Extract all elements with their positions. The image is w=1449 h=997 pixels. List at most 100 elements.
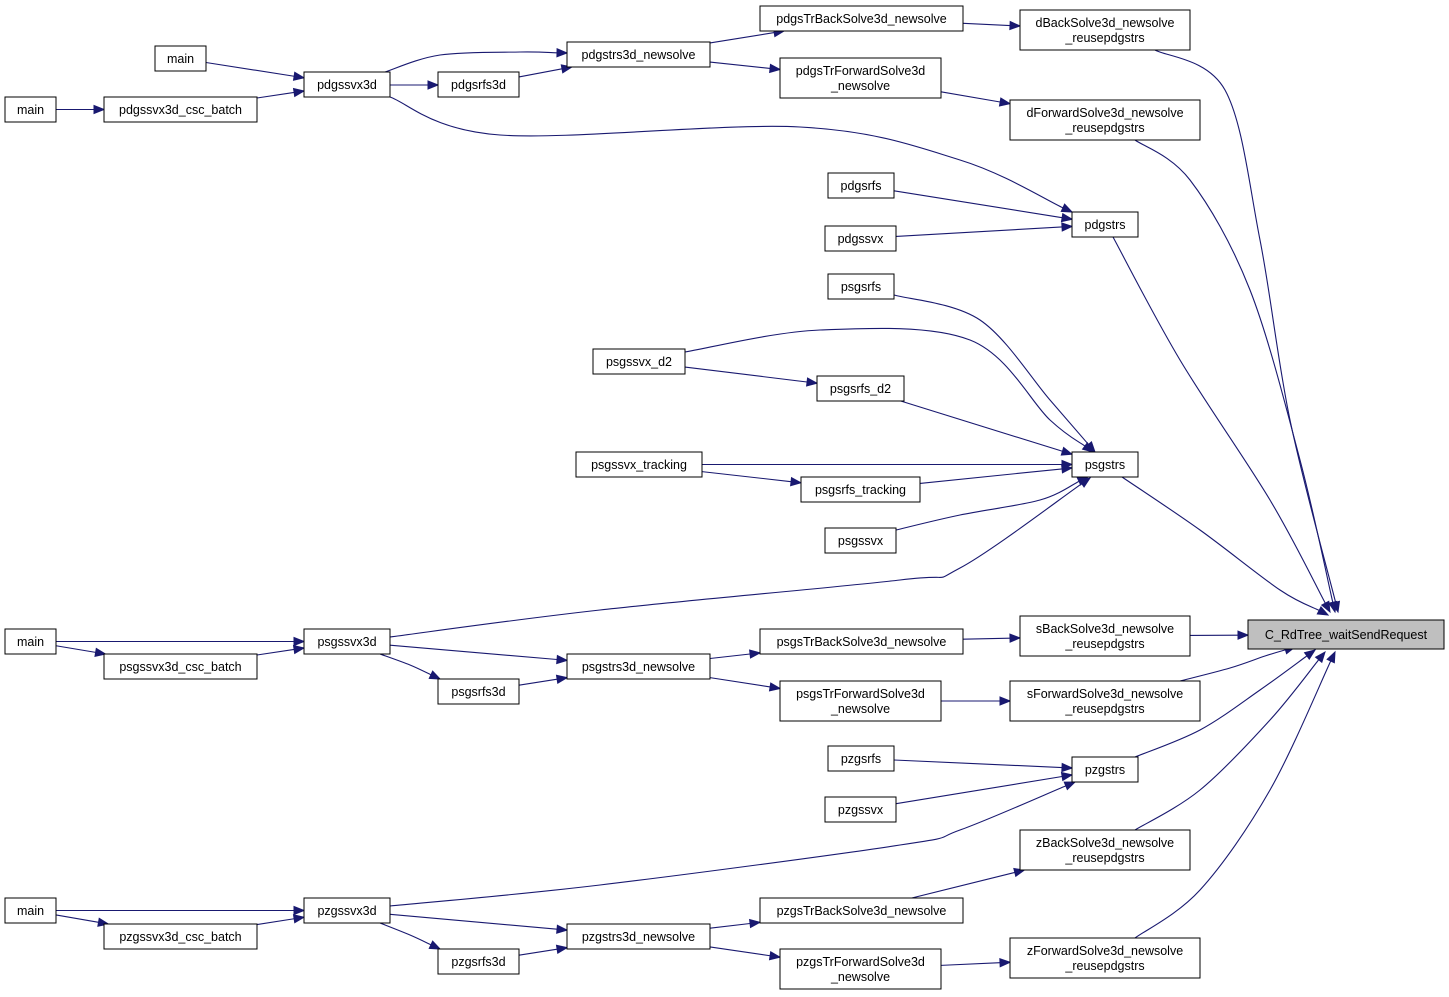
node-pzgsTrFwd[interactable]: pzgsTrForwardSolve3d_newsolve [779, 948, 942, 990]
node-label: _reusepdgstrs [1064, 702, 1144, 716]
arrowhead-icon [293, 636, 306, 647]
edge-main_z-to-pzgssvx3d_csc [55, 914, 110, 927]
node-label: pzgsrfs [841, 752, 881, 766]
node-pzgssvx[interactable]: pzgssvx [824, 796, 897, 823]
node-box [566, 41, 711, 68]
arrowhead-icon [292, 914, 306, 924]
node-psgsTrFwd[interactable]: psgsTrForwardSolve3d_newsolve [779, 680, 942, 722]
edge-pzgssvx3d-to-pzgstrs [389, 781, 1077, 907]
node-label: pzgstrs [1085, 763, 1125, 777]
node-pdgssvx3d[interactable]: pdgssvx3d [303, 71, 391, 98]
node-psgsrfs_d2[interactable]: psgsrfs_d2 [816, 375, 905, 402]
arrowhead-icon [1009, 20, 1022, 31]
node-label: psgstrs [1085, 458, 1125, 472]
node-pzgssvx3d[interactable]: pzgssvx3d [303, 897, 391, 924]
node-sFwd[interactable]: sForwardSolve3d_newsolve_reusepdgstrs [1009, 680, 1201, 722]
node-pdgsrfs3d[interactable]: pdgsrfs3d [437, 71, 520, 98]
arrowhead-icon [292, 87, 306, 98]
node-label: psgsTrBackSolve3d_newsolve [777, 635, 947, 649]
node-label: psgssvx3d [317, 635, 376, 649]
arrowhead-icon [94, 647, 107, 657]
node-label: pdgsrfs [841, 179, 882, 193]
edge-line [379, 653, 432, 676]
node-zBack[interactable]: zBackSolve3d_newsolve_reusepdgstrs [1019, 829, 1191, 871]
node-psgsrfs_tracking[interactable]: psgsrfs_tracking [800, 476, 921, 503]
arrowhead-icon [93, 104, 106, 115]
node-psgstrs3d[interactable]: psgstrs3d_newsolve [566, 653, 711, 680]
edge-main_z-to-pzgssvx3d [56, 905, 306, 916]
edge-psgssvx-to-psgstrs [895, 476, 1090, 531]
edge-line [1134, 659, 1320, 831]
edge-line [709, 653, 751, 660]
node-dBack[interactable]: dBackSolve3d_newsolve_reusepdgstrs [1019, 9, 1191, 51]
edge-line [1112, 236, 1326, 604]
edge-psgssvx3d-to-psgstrs [389, 477, 1092, 638]
edge-line [384, 51, 558, 73]
node-pdgstrs[interactable]: pdgstrs [1071, 211, 1139, 238]
edge-line [1134, 660, 1332, 939]
edge-pdgsTrFwd-to-dFwd [940, 91, 1012, 107]
node-psgstrs[interactable]: psgstrs [1071, 451, 1139, 478]
node-psgssvx[interactable]: psgssvx [824, 527, 897, 554]
edge-line [518, 948, 558, 956]
edge-psgssvx_tracking-to-psgsrfs_tracking [701, 471, 803, 487]
node-pdgsTrFwd[interactable]: pdgsTrForwardSolve3d_newsolve [779, 57, 942, 99]
arrowhead-icon [769, 63, 782, 74]
node-pzgsTrBack[interactable]: pzgsTrBackSolve3d_newsolve [759, 897, 964, 924]
node-psgssvx_tracking[interactable]: psgssvx_tracking [575, 451, 703, 478]
node-label: pdgsTrForwardSolve3d [796, 64, 926, 78]
arrowhead-icon [427, 80, 440, 90]
node-main_z[interactable]: main [4, 897, 57, 924]
node-pzgssvx3d_csc[interactable]: pzgssvx3d_csc_batch [103, 923, 258, 950]
edge-line [709, 61, 771, 69]
node-sBack[interactable]: sBackSolve3d_newsolve_reusepdgstrs [1019, 615, 1191, 657]
node-label: psgstrs3d_newsolve [582, 660, 695, 674]
edge-line [1134, 139, 1334, 603]
node-label: _reusepdgstrs [1064, 31, 1144, 45]
node-box [4, 96, 57, 123]
edge-line [709, 922, 751, 929]
node-box [566, 653, 711, 680]
edge-pdgssvx3d-to-pdgsrfs3d [390, 80, 440, 90]
node-label: pzgssvx3d [317, 904, 376, 918]
arrowhead-icon [555, 674, 569, 684]
node-pdgssvx[interactable]: pdgssvx [824, 225, 897, 252]
node-pzgsrfs[interactable]: pzgsrfs [827, 745, 895, 772]
node-main_d2[interactable]: main [4, 96, 57, 123]
node-label: pzgstrs3d_newsolve [582, 930, 695, 944]
edge-line [893, 294, 1089, 445]
node-pzgstrs3d[interactable]: pzgstrs3d_newsolve [566, 923, 711, 950]
node-main_d1[interactable]: main [154, 45, 207, 72]
node-box [1009, 937, 1201, 979]
node-psgssvx_d2[interactable]: psgssvx_d2 [592, 348, 686, 375]
node-label: pdgssvx3d [317, 78, 377, 92]
edge-line [962, 22, 1011, 27]
node-zFwd[interactable]: zForwardSolve3d_newsolve_reusepdgstrs [1009, 937, 1201, 979]
node-psgssvx3d[interactable]: psgssvx3d [303, 628, 391, 655]
node-pdgstrs3d[interactable]: pdgstrs3d_newsolve [566, 41, 711, 68]
node-pdgsTrBack[interactable]: pdgsTrBackSolve3d_newsolve [759, 5, 964, 32]
node-pdgsrfs[interactable]: pdgsrfs [827, 172, 895, 199]
node-main_s[interactable]: main [4, 628, 57, 655]
node-label: pdgsTrBackSolve3d_newsolve [776, 12, 947, 26]
arrowhead-icon [292, 644, 306, 655]
node-psgsrfs[interactable]: psgsrfs [827, 273, 895, 300]
edge-line [911, 871, 1015, 899]
edge-line [701, 471, 792, 483]
node-pzgstrs[interactable]: pzgstrs [1071, 756, 1139, 783]
node-pdgssvx3d_csc[interactable]: pdgssvx3d_csc_batch [103, 96, 258, 123]
node-box [779, 948, 942, 990]
edge-line [55, 645, 96, 653]
edge-line [55, 914, 99, 923]
node-root[interactable]: C_RdTree_waitSendRequest [1247, 619, 1445, 650]
edge-psgsrfs3d-to-psgstrs3d [518, 674, 569, 686]
node-label: pzgsTrForwardSolve3d [796, 955, 925, 969]
node-psgsrfs3d[interactable]: psgsrfs3d [437, 678, 520, 705]
node-box [824, 796, 897, 823]
node-pzgsrfs3d[interactable]: pzgsrfs3d [437, 948, 520, 975]
arrowhead-icon [1061, 762, 1074, 773]
node-psgssvx3d_csc[interactable]: psgssvx3d_csc_batch [103, 653, 258, 680]
node-psgsTrBack[interactable]: psgsTrBackSolve3d_newsolve [759, 628, 964, 655]
node-dFwd[interactable]: dForwardSolve3d_newsolve_reusepdgstrs [1009, 99, 1201, 141]
